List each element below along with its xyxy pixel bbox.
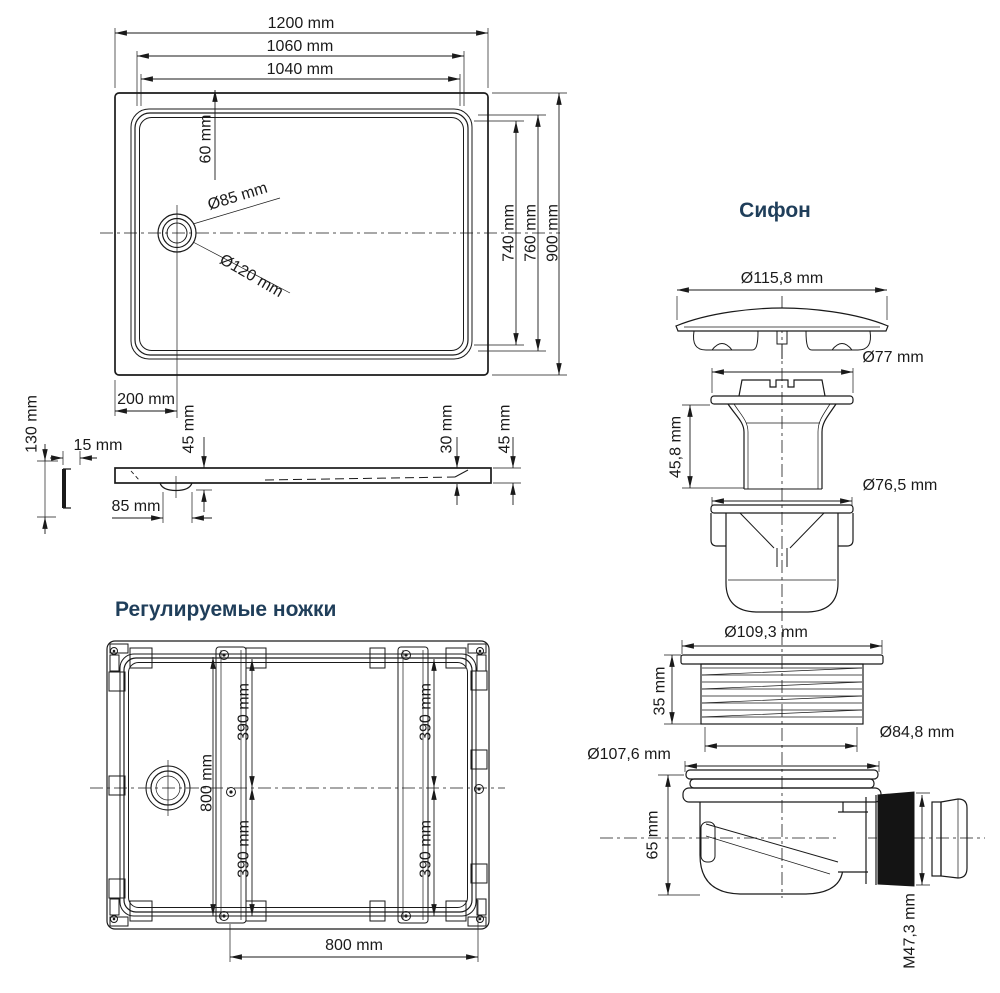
legs-view: Регулируемые ножки xyxy=(90,598,505,962)
rail-bolts xyxy=(110,647,484,923)
dim-rim-offset: 60 mm xyxy=(198,115,215,164)
dim-panel-gap-group: 15 mm xyxy=(50,437,122,465)
dim-panel-gap: 15 mm xyxy=(74,437,123,454)
siphon-body: Ø107,6 mm 65 mm xyxy=(587,746,968,969)
siphon-cup: Ø76,5 mm xyxy=(710,477,938,613)
dim-cup-diameter: Ø76,5 mm xyxy=(863,477,938,494)
siphon-view: Сифон Ø115,8 mm Ø77 mm xyxy=(587,199,985,969)
dim-390-group: 390 mm 390 mm 390 mm 390 mm xyxy=(236,659,437,916)
legs-title: Регулируемые ножки xyxy=(115,598,336,621)
siphon-threaded-ring: Ø109,3 mm 35 mm Ø84,8 mm xyxy=(652,624,955,752)
right-dimensions: 740 mm 760 mm 900 mm xyxy=(474,92,567,376)
outlet-nut xyxy=(931,798,968,879)
dim-spacing-top-left: 390 mm xyxy=(236,683,253,741)
dim-depth-edge: 45 mm xyxy=(497,405,514,454)
outlet-thread-black xyxy=(877,791,915,887)
dim-depth-edge-group: 45 mm xyxy=(493,405,521,505)
dim-body-height: 65 mm xyxy=(645,811,662,860)
siphon-cap: Ø115,8 mm xyxy=(675,270,889,359)
dim-depth-mid-group: 30 mm xyxy=(439,405,460,505)
dim-ring-diameter: Ø109,3 mm xyxy=(724,624,808,641)
dim-depth-outer: 900 mm xyxy=(545,204,562,262)
dim-width-outer: 1200 mm xyxy=(268,15,335,32)
dim-depth-drain-group: 45 mm xyxy=(181,405,212,512)
leader-drain-flange xyxy=(192,241,291,294)
dim-drain-width-group: 85 mm xyxy=(112,492,212,523)
dim-depth-at-drain: 45 mm xyxy=(181,405,198,454)
siphon-title: Сифон xyxy=(739,199,811,222)
dim-drain-width: 85 mm xyxy=(112,498,161,515)
siphon-grate: Ø77 mm 45,8 mm xyxy=(668,349,924,490)
side-view: 130 mm 15 mm 45 mm 30 mm 45 mm xyxy=(24,395,521,534)
dim-depth-mid-side: 30 mm xyxy=(439,405,456,454)
dim-depth-mid: 760 mm xyxy=(523,204,540,262)
dim-rail-span: 800 mm xyxy=(325,937,383,954)
dim-cap-diameter: Ø115,8 mm xyxy=(741,270,823,287)
dim-rail-length: 800 mm xyxy=(199,754,216,812)
dim-depth-inner: 740 mm xyxy=(501,204,518,262)
adjustable-feet xyxy=(108,643,488,927)
side-panel-profile xyxy=(62,468,71,509)
dim-rail-span-group: 800 mm xyxy=(229,900,479,962)
dim-spacing-top-right: 390 mm xyxy=(418,683,435,741)
top-dimensions: 1200 mm 1060 mm 1040 mm xyxy=(114,15,489,106)
dim-width-mid: 1060 mm xyxy=(267,38,334,55)
dim-total-height-group: 130 mm xyxy=(24,395,58,534)
dim-seal-diameter: Ø107,6 mm xyxy=(587,746,671,763)
dim-ring-height: 35 mm xyxy=(652,667,669,716)
dim-grate-diameter: Ø77 mm xyxy=(862,349,923,366)
dim-spacing-bottom-right: 390 mm xyxy=(418,820,435,878)
dim-spacing-bottom-left: 390 mm xyxy=(236,820,253,878)
leader-drain-hole xyxy=(192,197,281,225)
dim-total-height: 130 mm xyxy=(24,395,41,453)
dim-outlet-thread: M47,3 mm xyxy=(902,893,919,969)
dim-grate-height: 45,8 mm xyxy=(668,416,685,478)
dim-thread-diameter: Ø84,8 mm xyxy=(880,724,955,741)
mounting-rails xyxy=(215,646,429,924)
dim-drain-offset: 200 mm xyxy=(117,391,175,408)
dim-width-inner: 1040 mm xyxy=(267,61,334,78)
